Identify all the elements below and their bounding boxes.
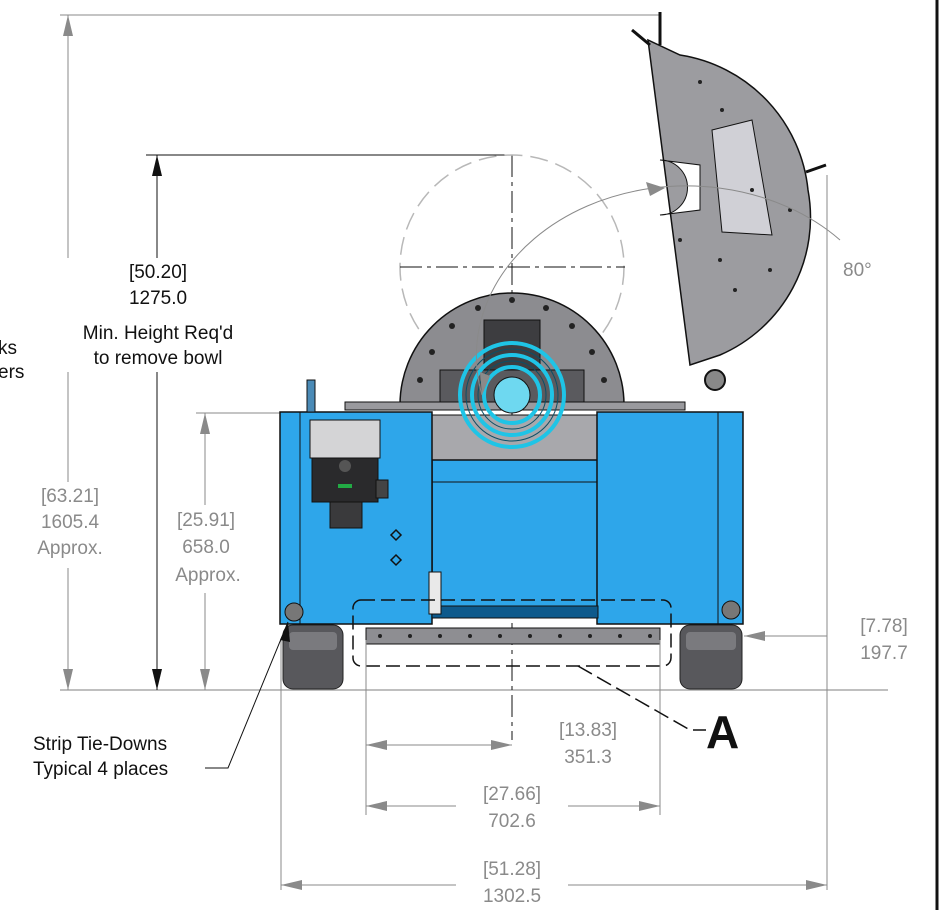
detail-a-leader (577, 665, 706, 731)
tie-down-leader (205, 621, 289, 769)
body-height-inch: [25.91] (177, 510, 235, 531)
body-height-dimension (160, 412, 300, 690)
body-height-mm: 658.0 (182, 537, 230, 558)
overall-height-mm: 1605.4 (41, 512, 100, 533)
wheel-offset-mm: 197.7 (860, 643, 908, 664)
inner-width-mm: 702.6 (488, 811, 536, 832)
left-partial-text-2: ers (0, 362, 24, 383)
half-width-dimension (366, 740, 512, 750)
overall-height-note: Approx. (37, 538, 102, 559)
overall-width-inch: [51.28] (483, 859, 541, 880)
overall-width-mm: 1302.5 (483, 886, 541, 907)
left-partial-text-1: ks (0, 338, 17, 359)
extension-lines (280, 640, 661, 890)
body-height-note: Approx. (175, 565, 240, 586)
min-height-inch: [50.20] (129, 262, 187, 283)
machine (279, 12, 827, 690)
overall-height-inch: [63.21] (41, 486, 99, 507)
min-height-mm: 1275.0 (129, 288, 187, 309)
min-height-label-1: Min. Height Req'd (83, 323, 233, 344)
detail-a-label: A (706, 706, 739, 758)
lid-angle-label: 80° (843, 260, 872, 281)
inner-width-dimension (366, 780, 660, 830)
half-width-mm: 351.3 (564, 747, 612, 768)
inner-width-inch: [27.66] (483, 784, 541, 805)
tie-down-label-2: Typical 4 places (33, 759, 168, 780)
min-height-dimension (60, 154, 508, 690)
min-height-label-2: to remove bowl (94, 348, 223, 369)
lid-angle-dimension (475, 182, 841, 396)
half-width-inch: [13.83] (559, 720, 617, 741)
wheel-offset-inch: [7.78] (860, 616, 908, 637)
tie-down-label-1: Strip Tie-Downs (33, 734, 167, 755)
overall-width-dimension (281, 855, 827, 910)
open-lid (631, 12, 827, 391)
overall-height-dimension (24, 14, 660, 690)
wheel-offset-dimension (744, 175, 828, 890)
